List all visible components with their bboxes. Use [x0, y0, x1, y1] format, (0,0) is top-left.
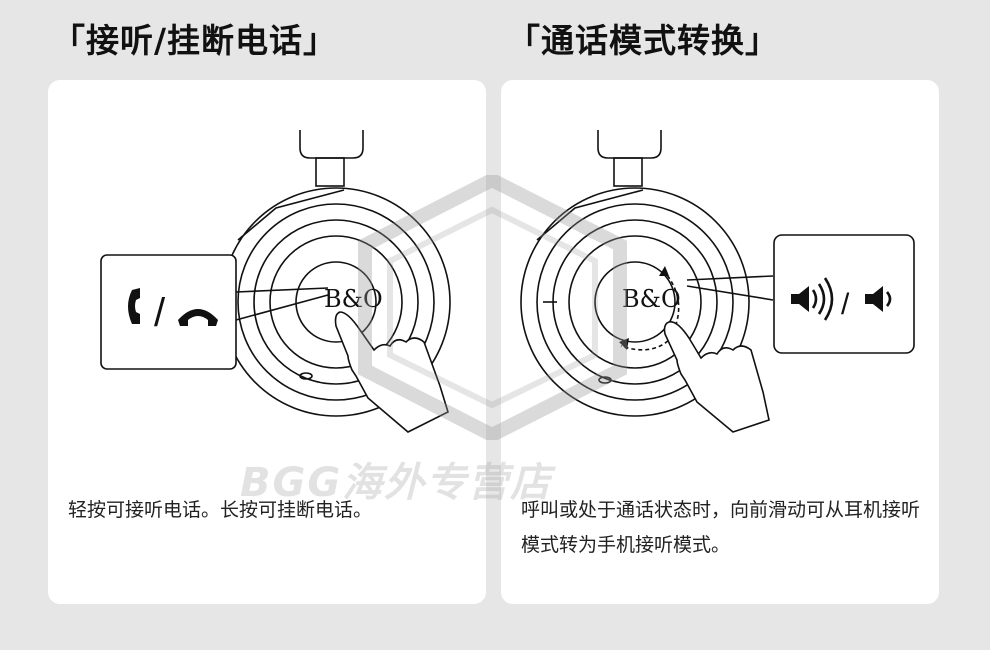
hand-icon — [663, 321, 770, 433]
section-title-call-mode: 「通话模式转换」 — [507, 21, 779, 60]
svg-text:/: / — [841, 288, 850, 321]
caption-call-mode: 呼叫或处于通话状态时，向前滑动可从耳机接听模式转为手机接听模式。 — [521, 499, 921, 556]
speaker-loud-icon — [791, 277, 834, 321]
caption-answer-hangup: 轻按可接听电话。长按可挂断电话。 — [68, 499, 373, 521]
section-title-answer-hangup: 「接听/挂断电话」 — [52, 21, 338, 60]
hand-icon — [334, 311, 449, 433]
headphone-illustration-answer: B&O / — [100, 130, 451, 433]
headphone-logo: B&O — [622, 285, 681, 313]
headphone-illustration-mode: B&O / — [520, 130, 915, 433]
speaker-icon — [865, 286, 892, 312]
svg-text:/: / — [154, 291, 166, 335]
phone-hangup-icon — [178, 309, 218, 326]
card-answer-hangup: B&O / 轻按可接听电话。长按可挂断电话。 — [48, 80, 486, 604]
card-call-mode: B&O / 呼叫或处于通话状态时，向前滑动可从耳机接听模式转为手机接听模式。 — [501, 80, 939, 604]
headphone-logo: B&O — [324, 285, 383, 313]
phone-answer-icon — [128, 288, 140, 324]
